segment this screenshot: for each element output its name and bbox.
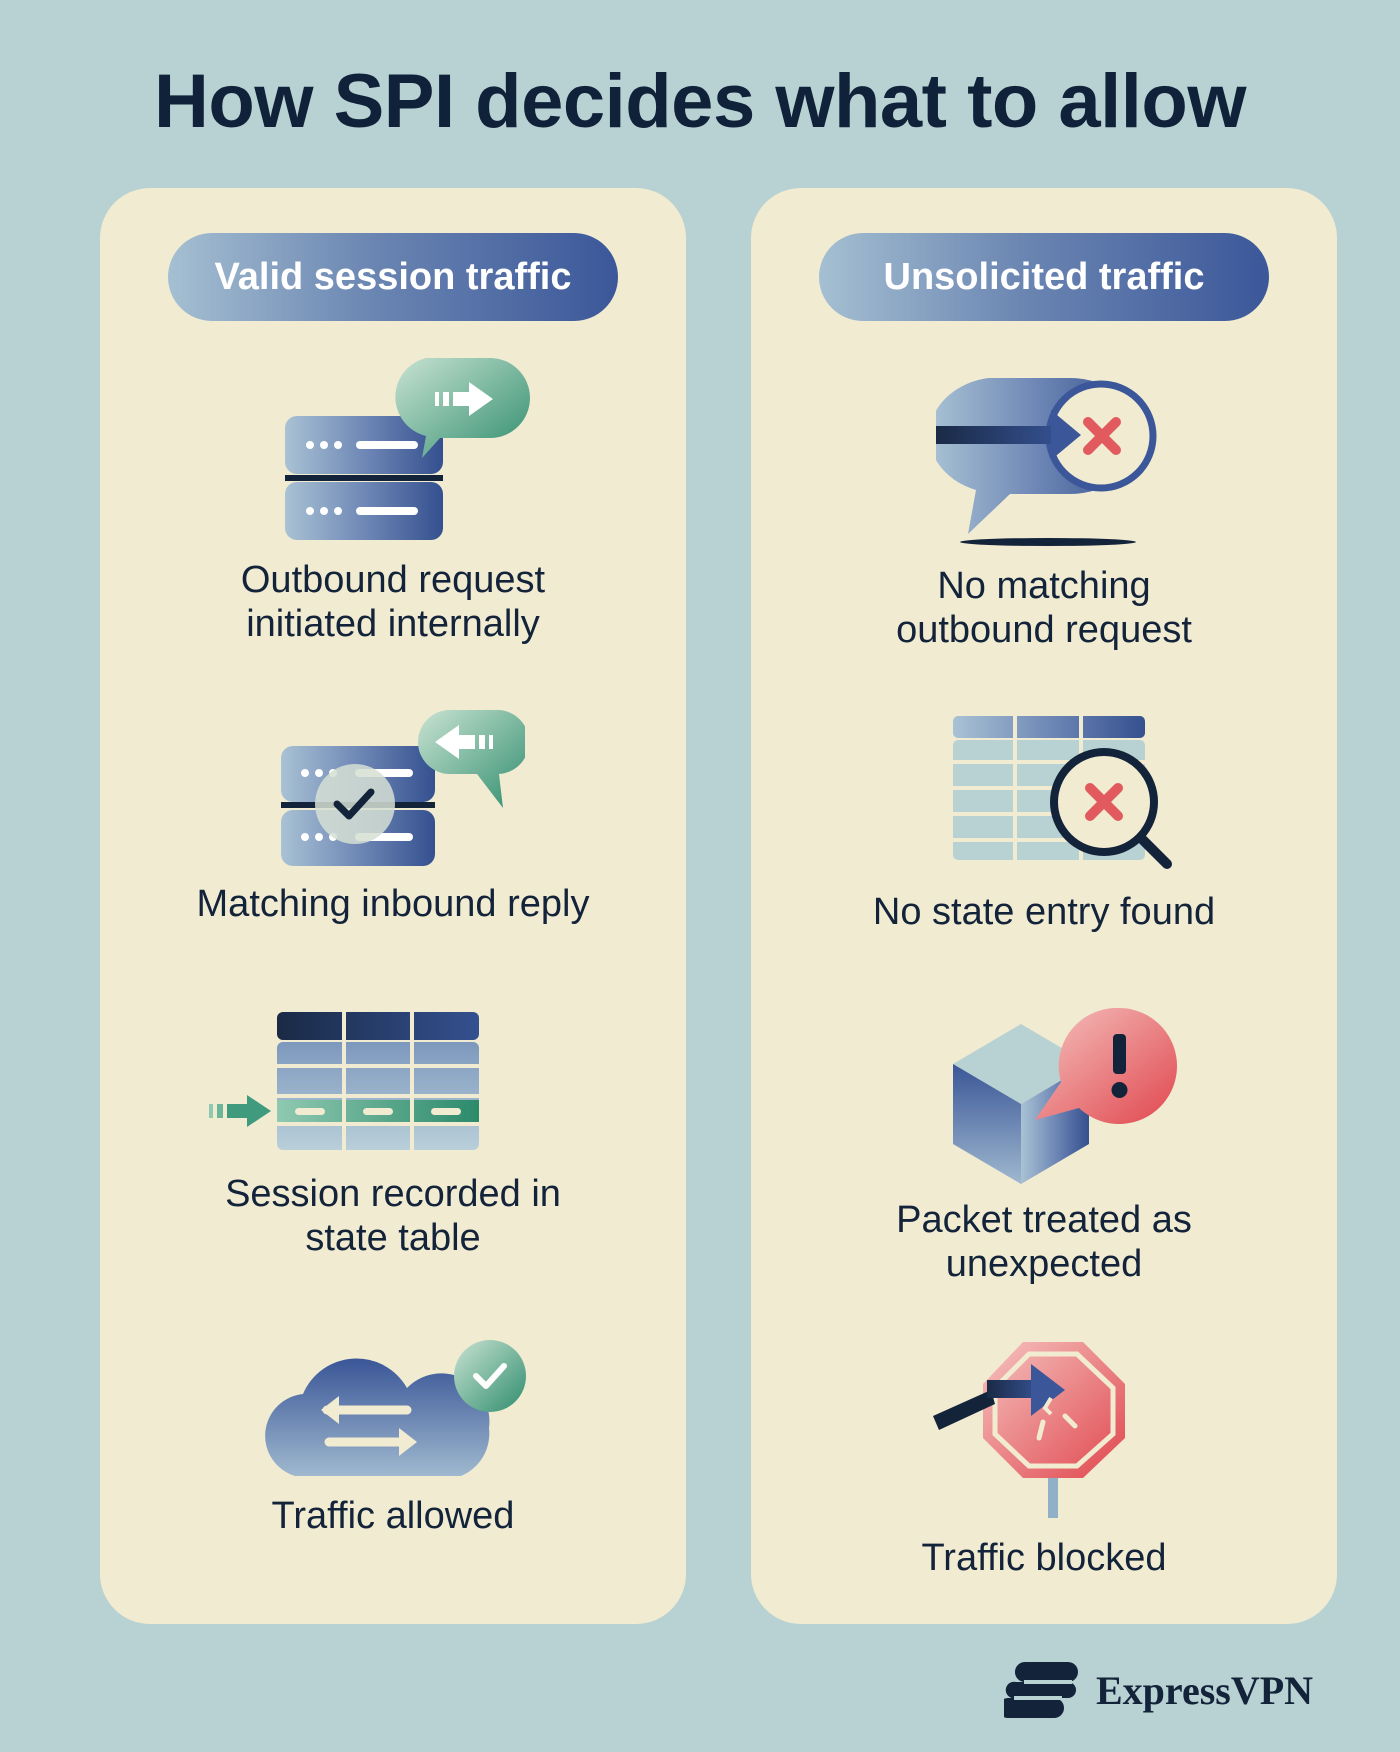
table-search-reject-icon — [953, 714, 1172, 869]
unsolicited-item-no-state-label: No state entry found — [872, 891, 1216, 933]
server-outbound-icon — [285, 358, 530, 540]
stop-sign-blocked-icon — [933, 1342, 1125, 1518]
cloud-allowed-icon — [265, 1340, 526, 1476]
server-inbound-check-icon — [281, 709, 525, 866]
state-table-record-icon — [209, 1012, 479, 1150]
valid-item-allowed-label: Traffic allowed — [271, 1495, 515, 1537]
speech-bubble-reject-icon — [936, 378, 1157, 546]
valid-item-inbound-reply-label: Matching inbound reply — [196, 883, 590, 925]
valid-item-state-table-label: Session recorded in state table — [225, 1173, 561, 1259]
brand-name: ExpressVPN — [1096, 1667, 1314, 1713]
packet-warning-icon — [953, 1008, 1177, 1184]
valid-session-panel: Valid session traffic Outbound request i… — [100, 188, 686, 1624]
unsolicited-item-blocked-label: Traffic blocked — [921, 1537, 1167, 1579]
valid-item-outbound-label: Outbound request initiated internally — [240, 559, 546, 645]
expressvpn-logo-icon — [1004, 1661, 1078, 1718]
page-title: How SPI decides what to allow — [154, 59, 1246, 144]
unsolicited-item-no-match-label: No matching outbound request — [896, 565, 1192, 651]
expressvpn-logo: ExpressVPN — [1004, 1658, 1324, 1722]
unsolicited-heading: Unsolicited traffic — [819, 233, 1269, 321]
unsolicited-panel: Unsolicited traffic No matching outbound… — [751, 188, 1337, 1624]
valid-session-heading: Valid session traffic — [168, 233, 618, 321]
unsolicited-item-unexpected-label: Packet treated as unexpected — [896, 1199, 1192, 1285]
